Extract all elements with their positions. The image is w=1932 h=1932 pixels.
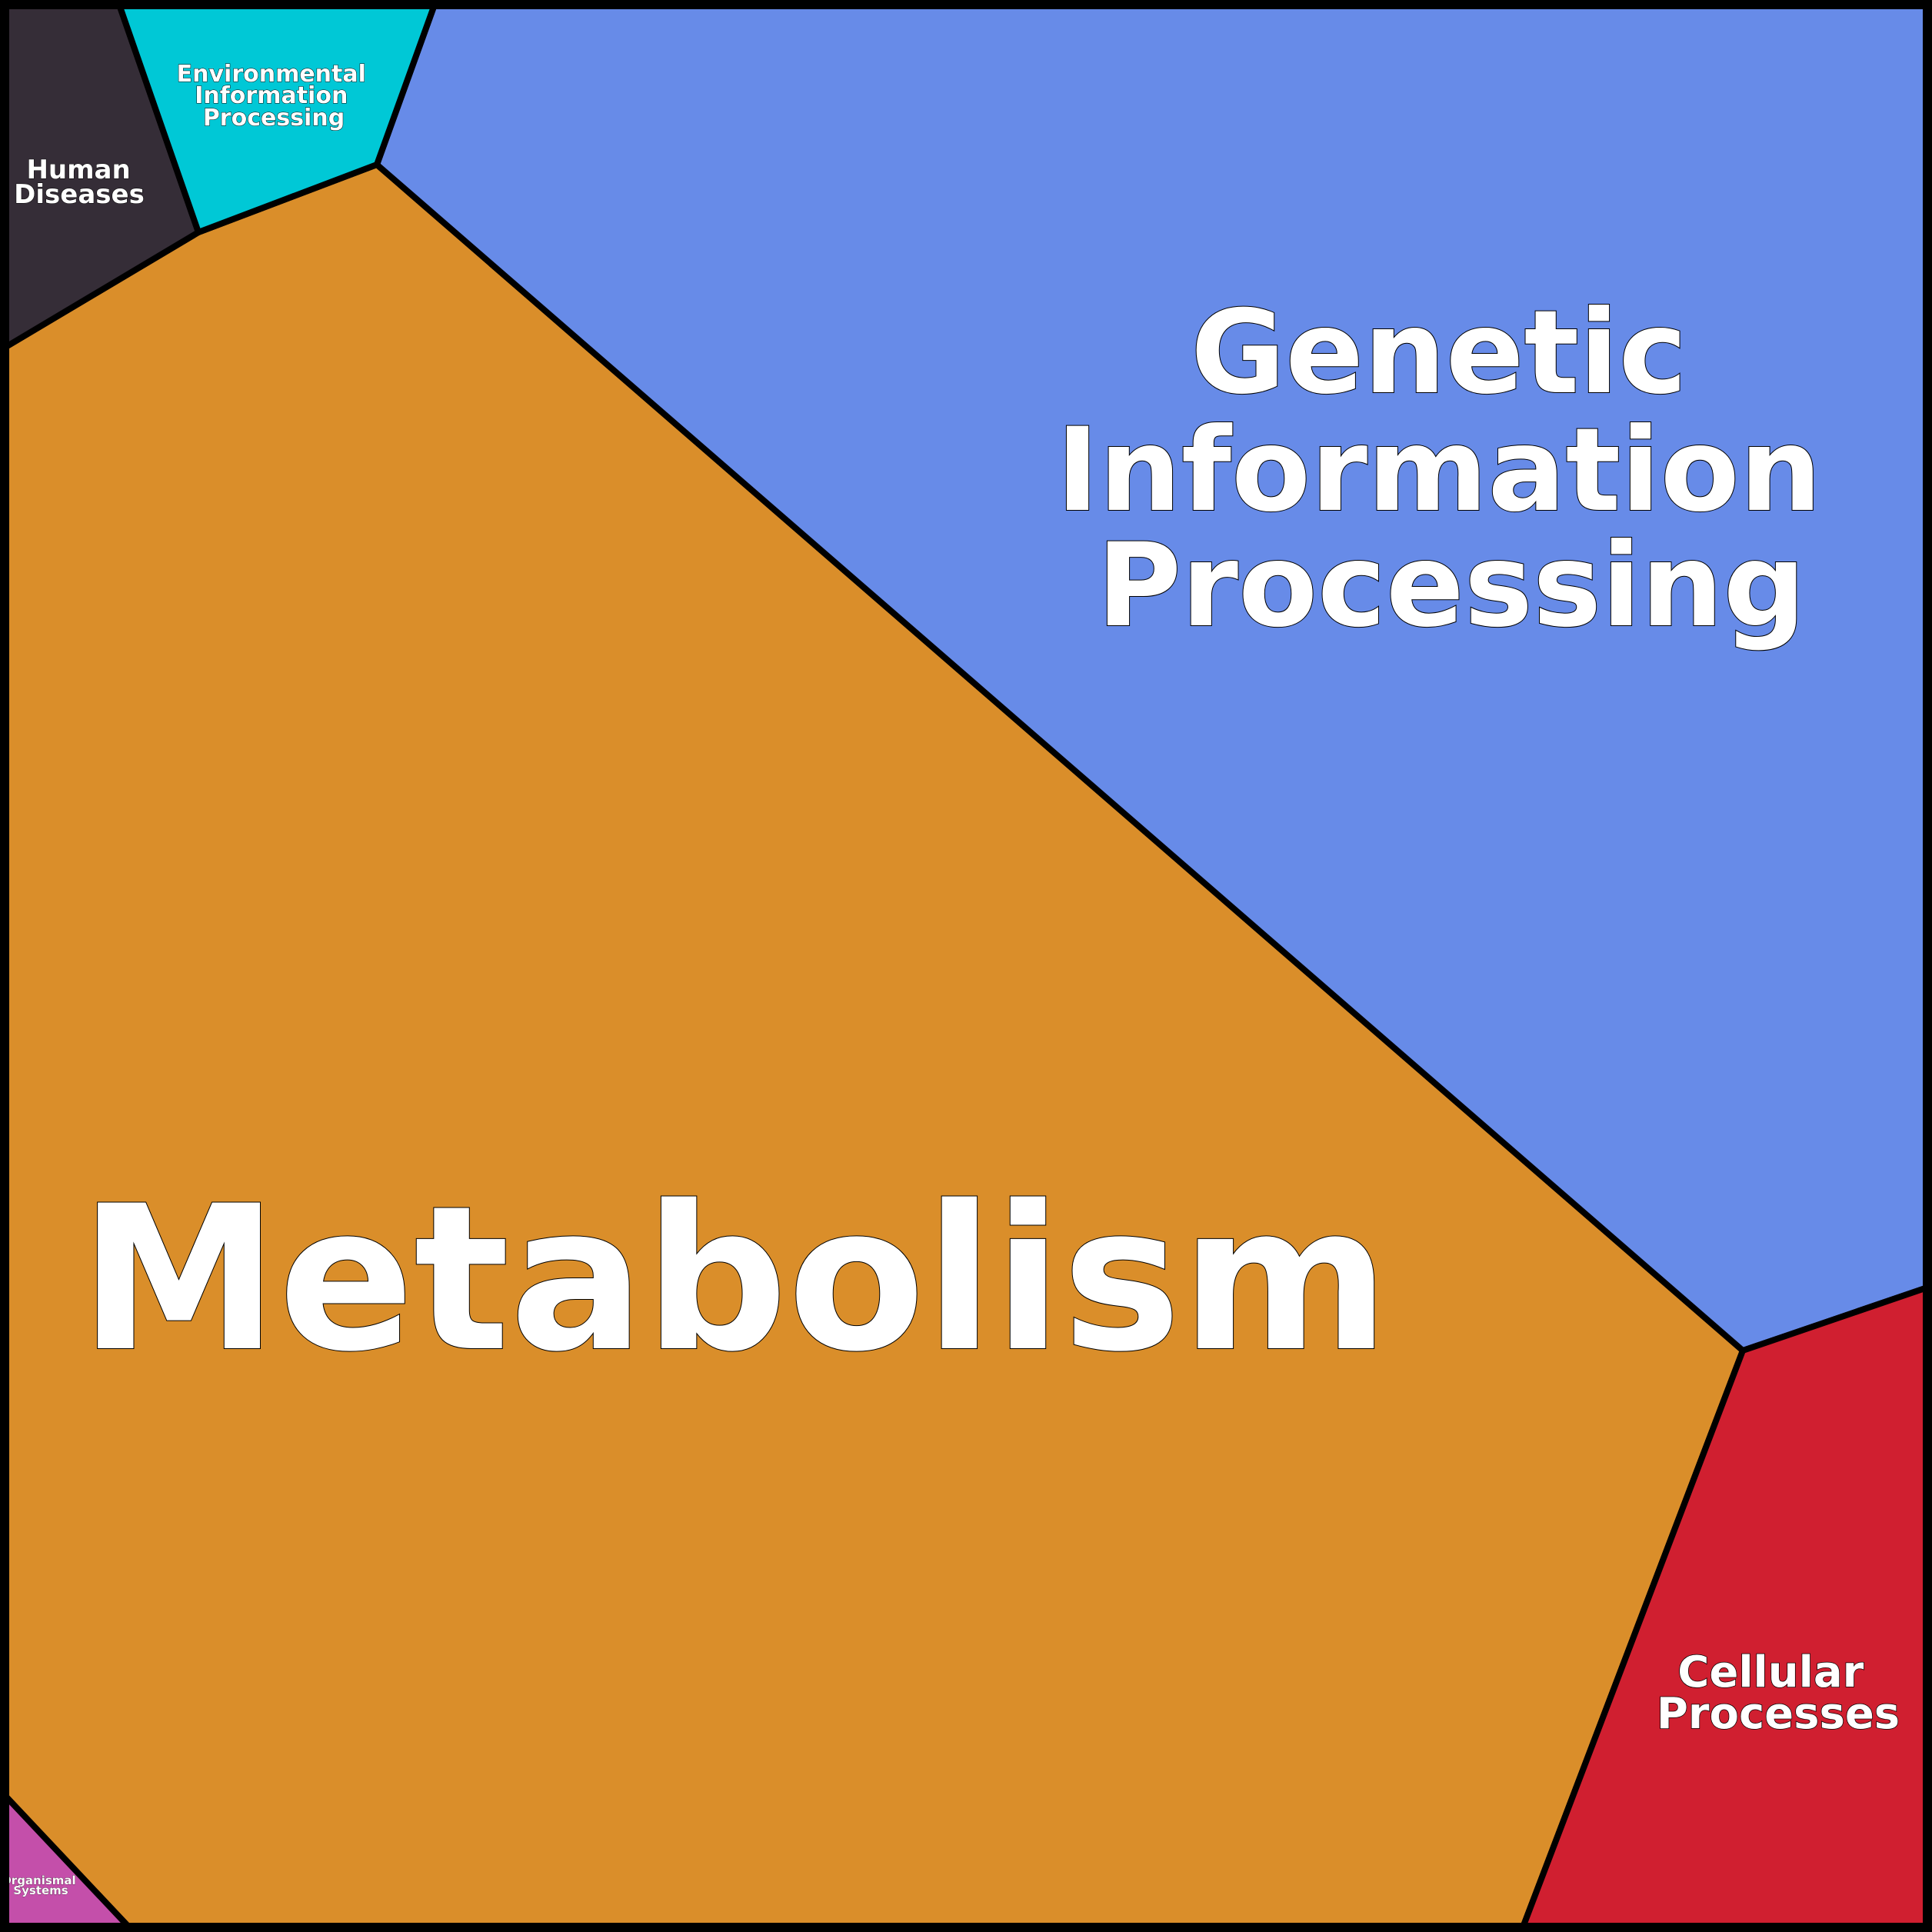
label-organismal-systems: Organismal Systems <box>2 1874 80 1897</box>
label-organismal-line-2: Systems <box>13 1884 68 1897</box>
label-cellular-processes: Cellular Processes <box>1657 1647 1900 1739</box>
label-organismal-line-1: Organismal <box>2 1874 76 1887</box>
label-metabolism: Metabolism <box>79 1164 1389 1396</box>
label-metabolism-line: Metabolism <box>79 1164 1389 1396</box>
label-human-diseases: Human Diseases <box>14 155 145 210</box>
label-environmental-line-1: Environmental <box>177 61 366 88</box>
label-genetic-line-3: Processing <box>1097 519 1806 653</box>
label-human-line-1: Human <box>26 155 130 185</box>
label-genetic-line-1: Genetic <box>1191 286 1687 420</box>
label-genetic-line-2: Information <box>1056 404 1821 538</box>
label-cellular-line-1: Cellular <box>1677 1647 1864 1697</box>
label-genetic-information-processing: Genetic Information Processing <box>1056 286 1862 653</box>
label-cellular-line-2: Processes <box>1657 1689 1900 1739</box>
label-human-line-2: Diseases <box>14 179 145 210</box>
label-environmental-line-2: Information <box>195 82 348 109</box>
label-environmental-information-processing: Environmental Information Processing <box>177 61 375 132</box>
label-environmental-line-3: Processing <box>203 105 345 132</box>
